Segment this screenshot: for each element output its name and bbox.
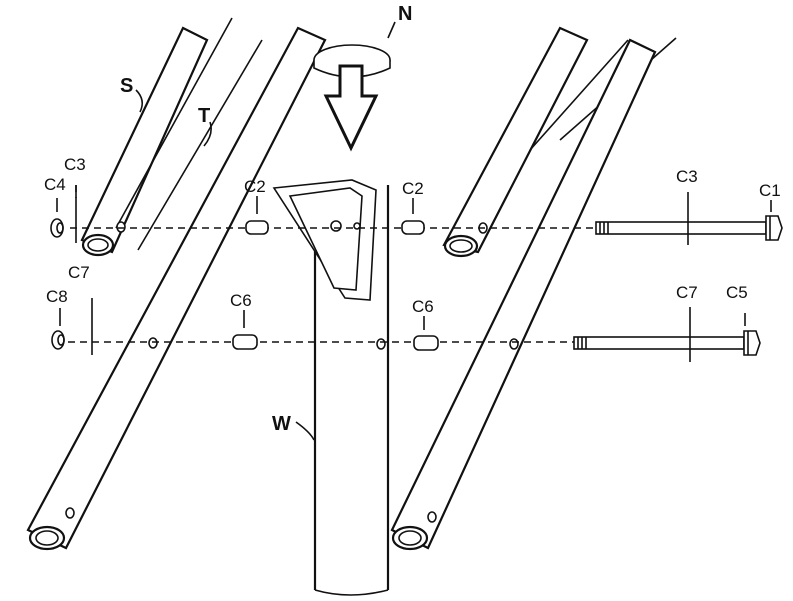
label-c5: C5: [726, 283, 748, 302]
tube-right-upper: [442, 26, 589, 258]
leader-w: [295, 421, 315, 441]
label-c7-left: C7: [68, 263, 90, 282]
tube-right-long: [390, 38, 657, 551]
spacer-c6-right: [413, 335, 439, 351]
leader-n: [387, 21, 396, 39]
label-c6-left: C6: [230, 291, 252, 310]
down-arrow-icon: [323, 64, 379, 152]
label-c3-left: C3: [64, 155, 86, 174]
label-c4: C4: [44, 175, 66, 194]
spacer-c2-right: [401, 220, 425, 235]
label-c2-left: C2: [244, 177, 266, 196]
leader-s: [135, 89, 144, 113]
label-c1: C1: [759, 181, 781, 200]
bracket: [272, 179, 377, 301]
label-c7-right: C7: [676, 283, 698, 302]
bolt-c1: [595, 215, 783, 241]
tube-s: [80, 26, 209, 257]
tube-t: [115, 17, 263, 251]
label-c3-right: C3: [676, 167, 698, 186]
leader-t: [203, 121, 212, 147]
nut-c8: [51, 330, 65, 350]
label-w: W: [272, 413, 291, 435]
label-c2-right: C2: [402, 179, 424, 198]
spacer-c6-left: [232, 334, 258, 350]
tube-left-long: [26, 26, 327, 551]
label-c6-right: C6: [412, 297, 434, 316]
label-s: S: [120, 75, 133, 97]
nut-c4: [50, 218, 64, 238]
bolt-c5: [573, 330, 761, 356]
spacer-c2-left: [245, 220, 269, 235]
label-n: N: [398, 3, 412, 25]
label-t: T: [198, 105, 210, 127]
label-c8: C8: [46, 287, 68, 306]
